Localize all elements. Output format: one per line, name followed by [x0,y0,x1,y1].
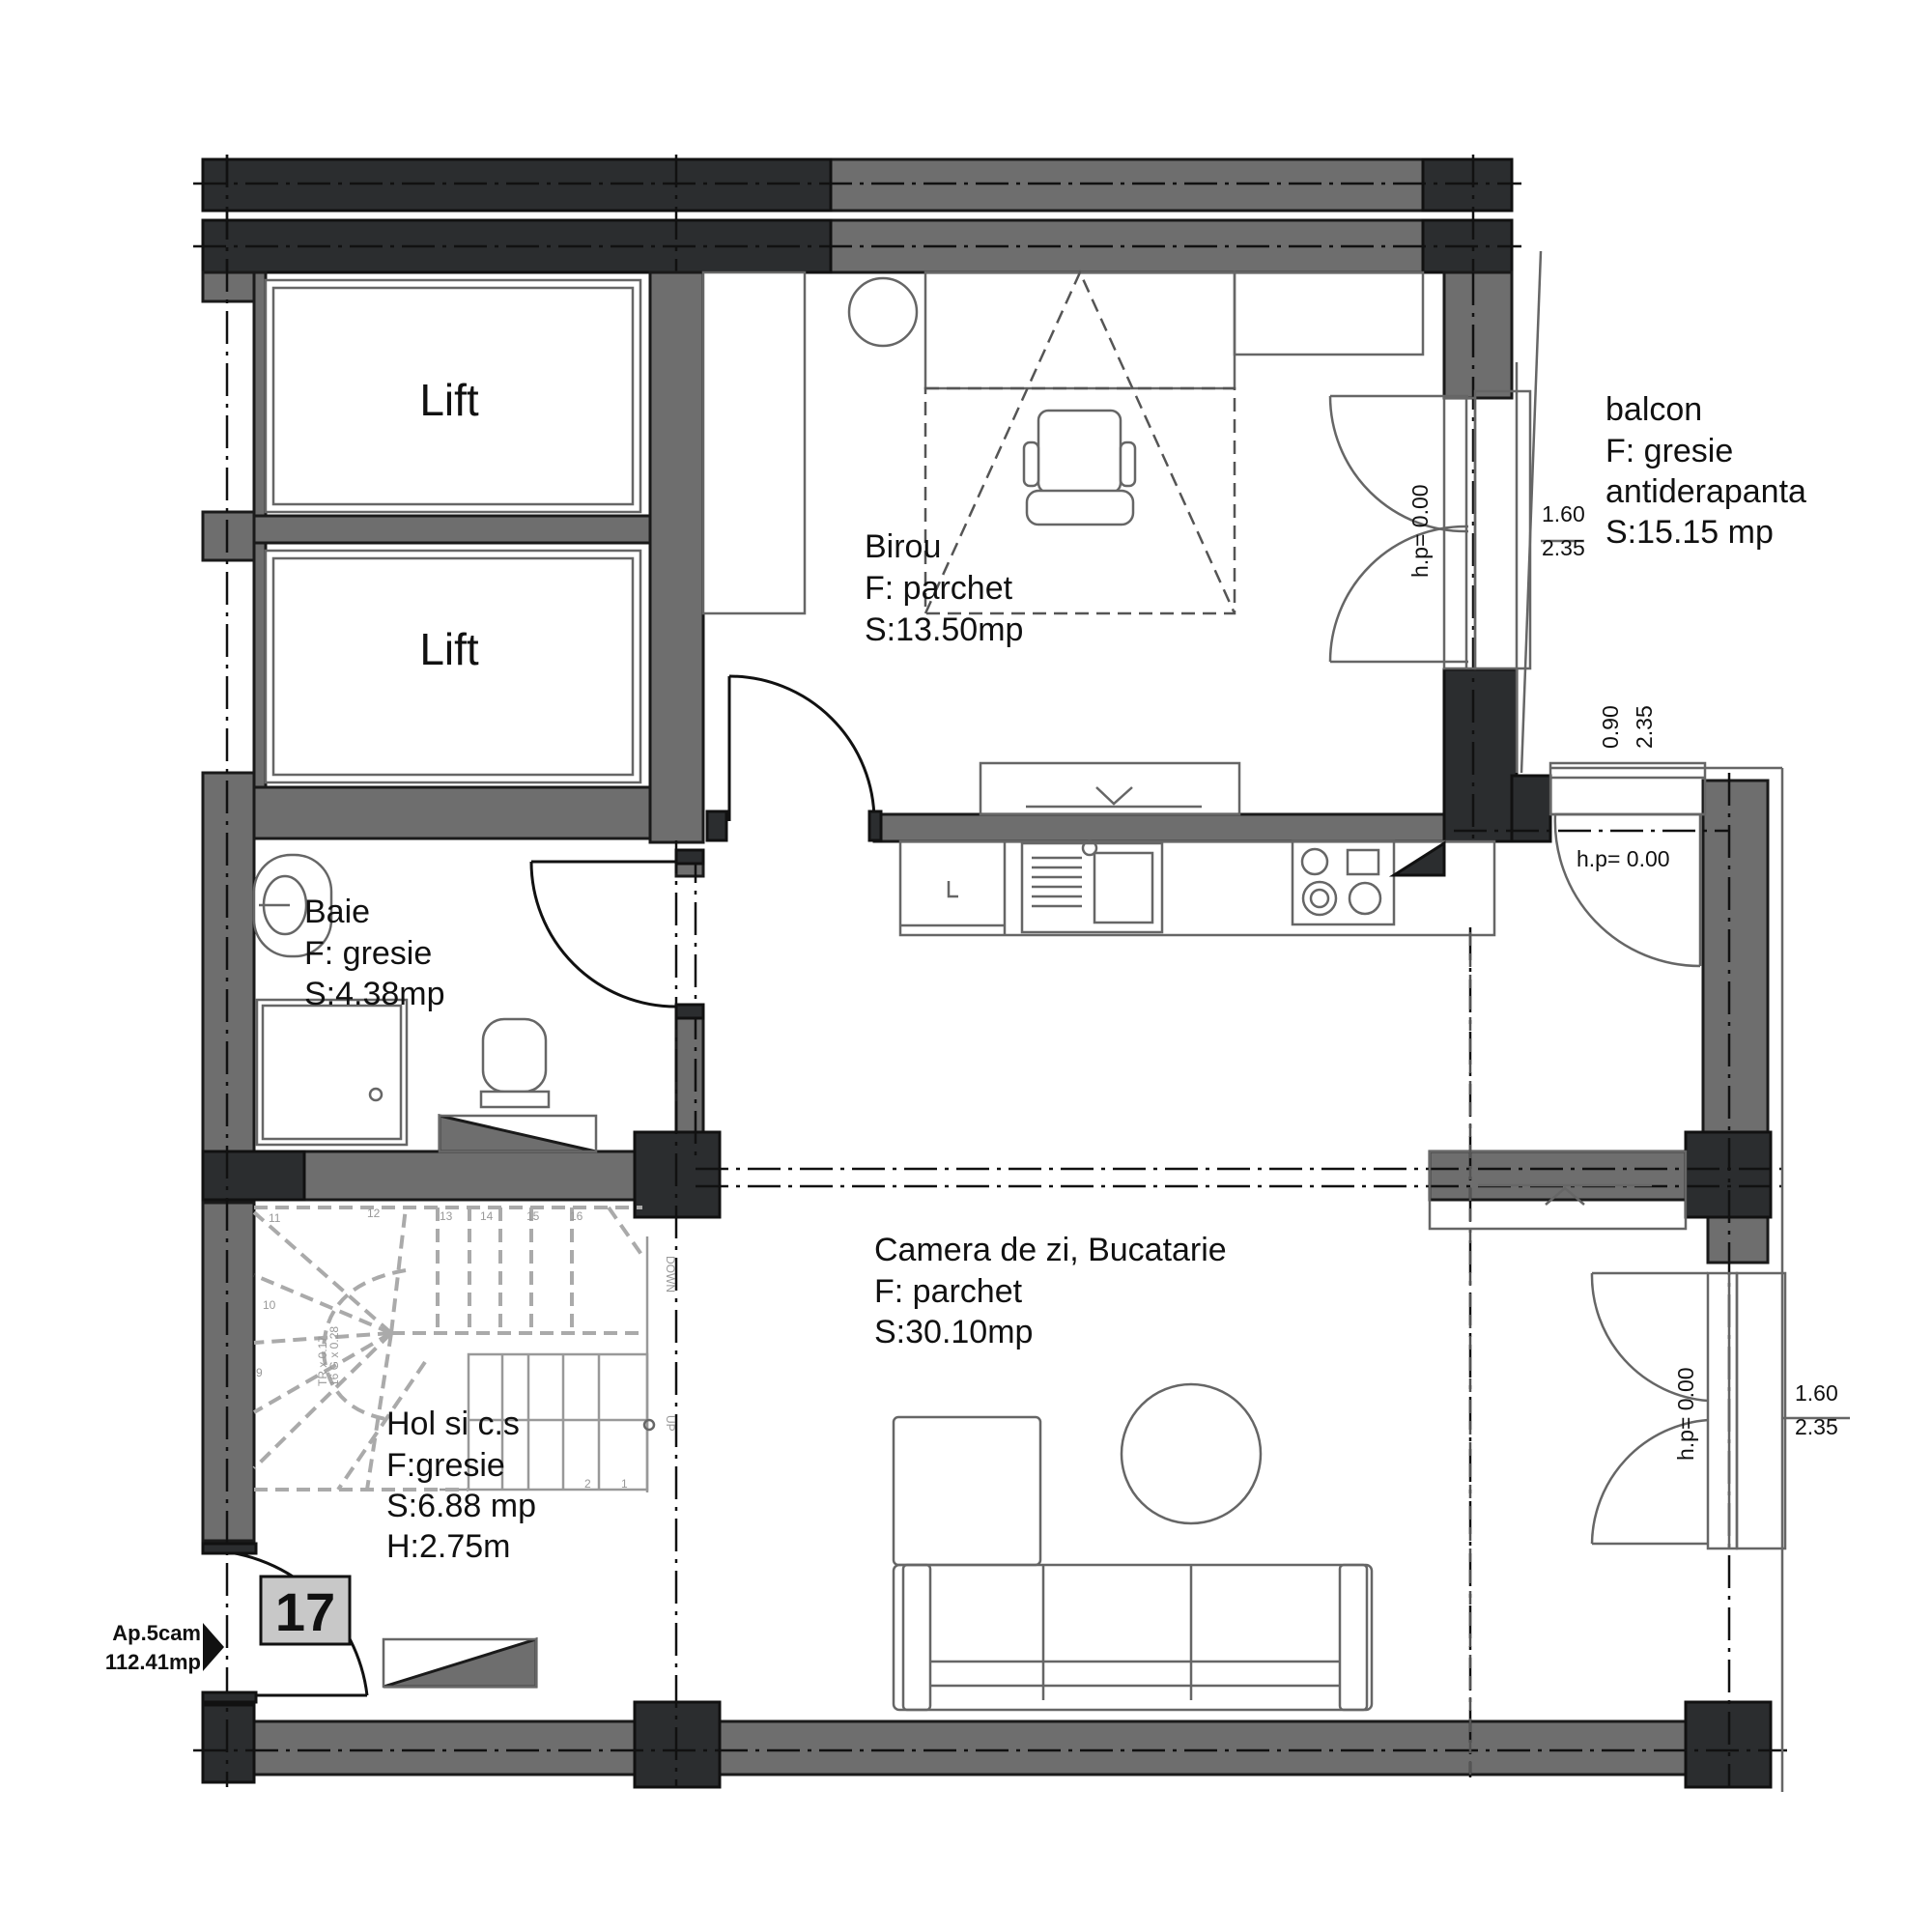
stair-step-14: 14 [480,1209,494,1223]
stair-step-13: 13 [440,1209,453,1223]
window-1-height: 2.35 [1542,535,1585,560]
stair-step-2: 2 [584,1477,591,1491]
balcon-area: S:15.15 mp [1605,514,1774,551]
birou-furniture [701,269,1425,816]
window-1-sill: h.p= 0.00 [1407,484,1433,578]
stair-down-label: DOWN [664,1256,677,1293]
hol-area: S:6.88 mp [386,1488,536,1524]
balcon-floor: F: gresie [1605,433,1733,469]
stair-step-16: 16 [570,1209,583,1223]
stair-step-12: 12 [367,1207,381,1220]
apartment-number: 17 [275,1581,335,1642]
birou-name: Birou [865,528,941,565]
window-frames [1442,250,1850,1792]
stair-step-11: 11 [269,1211,281,1225]
window-2-width: 0.90 [1598,705,1623,749]
lift-1: Lift [264,278,642,514]
birou-area: S:13.50mp [865,611,1023,648]
lift-label-2: Lift [419,624,479,674]
structural-walls [201,270,1773,1789]
balcon-name: balcon [1605,391,1702,428]
stair-spec-1: TR x 0.17 [316,1336,329,1386]
window-3-annotation: h.p= 0.00 1.60 2.35 [1673,1367,1838,1461]
baie-fixtures [252,853,598,1153]
stair-spec-2: 16 G x 0.28 [327,1326,341,1386]
birou-label: Birou F: parchet S:13.50mp [865,528,1023,648]
stair-up-label: UP [664,1415,677,1432]
camera-label: Camera de zi, Bucatarie F: parchet S:30.… [874,1232,1227,1350]
entry-arrow-icon [203,1623,224,1671]
birou-floor: F: parchet [865,570,1013,607]
window-3-height: 2.35 [1795,1414,1838,1439]
hol-label: Hol si c.s F:gresie S:6.88 mp H:2.75m [386,1406,536,1565]
window-2-annotation: 0.90 2.35 h.p= 0.00 [1577,705,1670,871]
camera-name: Camera de zi, Bucatarie [874,1232,1227,1268]
stair-step-15: 15 [526,1209,540,1223]
top-wall-band [193,155,1521,280]
entry-furniture [382,1636,538,1689]
baie-name: Baie [304,894,370,930]
staircase: 12 13 14 15 16 11 10 9 2 1 TR x 0.17 16 … [252,1206,677,1492]
lift-2: Lift [264,549,642,784]
window-2-sill: h.p= 0.00 [1577,846,1670,871]
window-1-width: 1.60 [1542,501,1585,526]
window-3-width: 1.60 [1795,1380,1838,1406]
baie-label: Baie F: gresie S:4.38mp [304,894,445,1012]
baie-floor: F: gresie [304,935,432,972]
stair-step-9: 9 [256,1366,263,1379]
window-3-sill: h.p= 0.00 [1673,1367,1698,1461]
stair-step-10: 10 [263,1298,276,1312]
baie-area: S:4.38mp [304,976,445,1012]
apartment-area: 112.41mp [105,1650,201,1674]
apartment-tag: 17 Ap.5cam 112.41mp [105,1575,352,1674]
hol-height: H:2.75m [386,1528,511,1565]
balcon-label: balcon F: gresie antiderapanta S:15.15 m… [1605,391,1806,551]
stair-step-1: 1 [621,1477,628,1491]
camera-floor: F: parchet [874,1273,1023,1310]
window-2-height: 2.35 [1632,705,1657,749]
camera-area: S:30.10mp [874,1314,1033,1350]
apartment-type: Ap.5cam [112,1621,201,1645]
hol-floor: F:gresie [386,1447,505,1484]
window-1-annotation: h.p= 0.00 1.60 2.35 [1407,484,1585,578]
kitchen-counter [898,839,1496,937]
balcon-floor-2: antiderapanta [1605,473,1806,510]
hol-name: Hol si c.s [386,1406,520,1442]
living-furniture [892,932,1688,1777]
lift-label-1: Lift [419,375,479,425]
